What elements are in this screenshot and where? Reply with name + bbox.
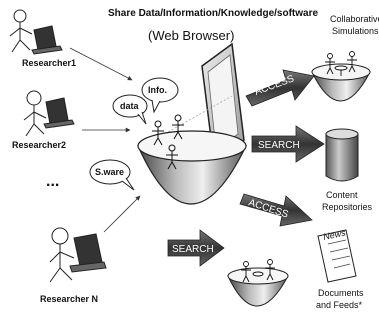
- researcher-2-figure: [23, 90, 75, 137]
- arrow-search-bottom: SEARCH: [167, 229, 225, 267]
- researcher-1-figure: [9, 9, 63, 55]
- documents-news-tag: News: [322, 227, 347, 242]
- diagram-subtitle: (Web Browser): [148, 28, 234, 43]
- bowl-people: [152, 114, 184, 170]
- arrow-search-bottom-text: SEARCH: [172, 244, 214, 255]
- researcher-2-label: Researcher2: [12, 140, 66, 150]
- bubble-info: Info.: [141, 77, 179, 114]
- documents-icon: News: [317, 227, 357, 283]
- documents-label-line1: Documents: [318, 288, 364, 298]
- documents-label-line2: and Feeds*: [316, 300, 363, 310]
- arrow-search-mid: SEARCH: [251, 125, 325, 163]
- collab-label-line2: Simulations: [332, 26, 379, 36]
- arrow-access-low: ACCESS: [239, 193, 313, 227]
- arrow-rn: [103, 195, 141, 233]
- arrow-search-mid-text: SEARCH: [258, 140, 300, 151]
- arrow-r1: [69, 47, 133, 81]
- arrow-access-top: ACCESS: [245, 69, 315, 107]
- researchers-ellipsis: ...: [46, 173, 59, 190]
- central-bowl: [137, 130, 247, 205]
- bottom-bowl: [227, 259, 289, 307]
- bubble-info-text: Info.: [148, 85, 167, 95]
- content-label-line2: Repositories: [322, 202, 373, 212]
- diagram-title: Share Data/Information/Knowledge/softwar…: [108, 8, 318, 19]
- researcher-n-label: Researcher N: [40, 294, 98, 304]
- bubble-software: S.ware: [89, 159, 135, 191]
- bubble-data: data: [112, 94, 148, 125]
- researcher-n-figure: [49, 227, 107, 283]
- researcher-1-label: Researcher1: [22, 58, 76, 68]
- content-label-line1: Content: [326, 190, 358, 200]
- arrow-access-low-text: ACCESS: [247, 197, 290, 220]
- content-repository-cylinder: [325, 128, 359, 182]
- bubble-software-text: S.ware: [95, 167, 124, 177]
- collab-label-line1: Collaborative: [330, 14, 379, 24]
- bubble-data-text: data: [120, 101, 140, 111]
- collab-bowl: [311, 51, 371, 102]
